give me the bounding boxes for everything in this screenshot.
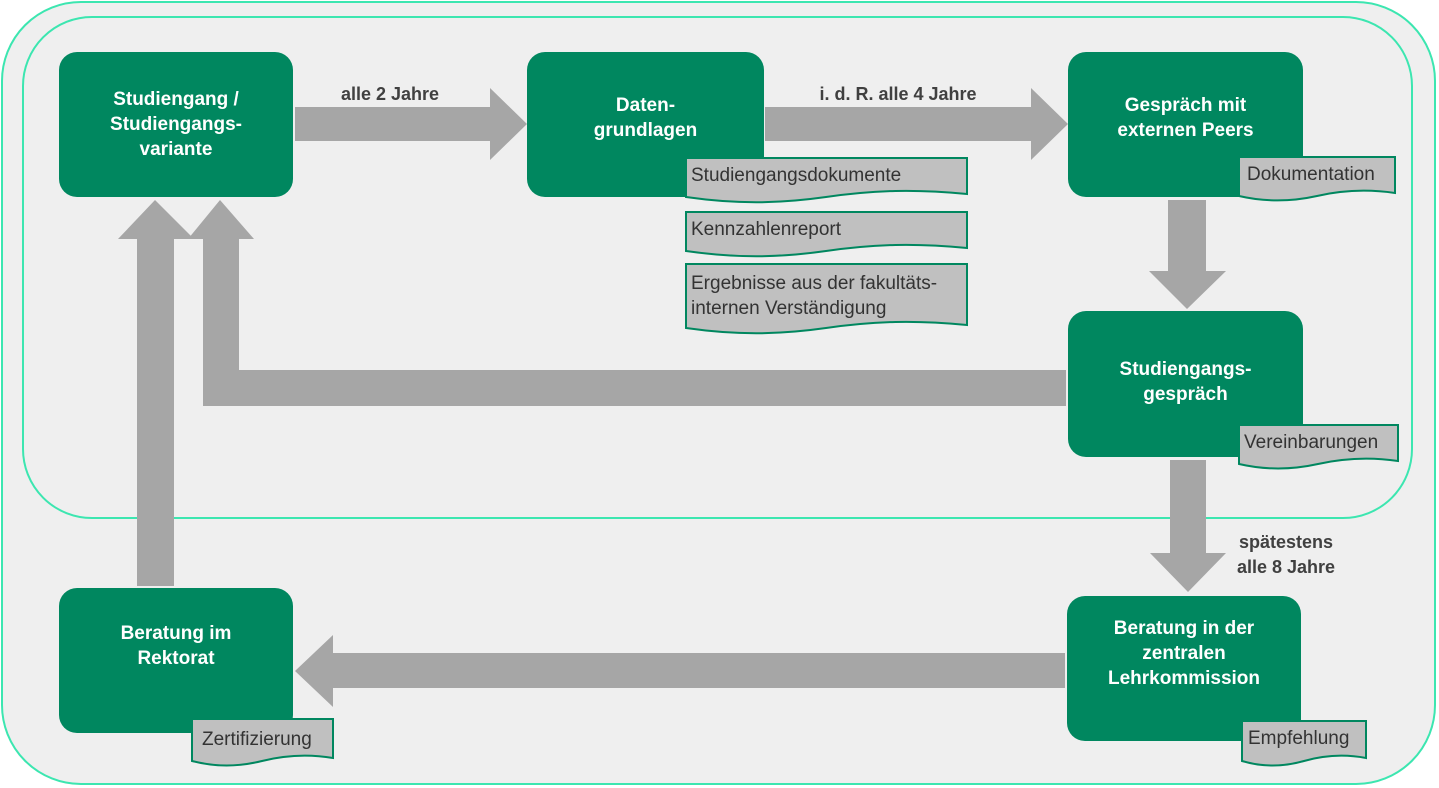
doc-label: Kennzahlenreport <box>691 219 841 240</box>
arrow-studiengang-to-daten <box>295 88 527 160</box>
document-icon <box>685 211 968 258</box>
label-alle-4-jahre: i. d. R. alle 4 Jahre <box>819 84 977 104</box>
doc-empfehlung: Empfehlung <box>1241 720 1367 770</box>
doc-studiengangsdokumente: Studiengangsdokumente <box>685 157 968 207</box>
doc-label: Dokumentation <box>1247 164 1375 185</box>
document-icon <box>1241 720 1367 767</box>
box-studiengang: Studiengang / Studiengangs- variante <box>59 52 293 197</box>
box-beratung-lehrkommission: Beratung in der zentralen Lehrkommission <box>1067 596 1301 741</box>
doc-dokumentation: Dokumentation <box>1238 156 1396 204</box>
arrow-studiengangsgespraech-to-studiengang <box>188 200 1066 406</box>
document-icon <box>685 157 968 204</box>
label-alle-8-jahre: spätestens alle 8 Jahre <box>1236 532 1336 577</box>
doc-label: Studiengangsdokumente <box>691 165 902 186</box>
arrow-peers-to-studiengangsgespraech <box>1149 200 1226 309</box>
box-datengrundlagen: Daten- grundlagen <box>527 52 764 197</box>
doc-kennzahlenreport: Kennzahlenreport <box>685 211 968 261</box>
doc-ergebnisse: Ergebnisse aus der fakultäts- internen V… <box>685 263 968 343</box>
arrow-studiengangsgespraech-to-lehrkommission <box>1150 460 1226 592</box>
label-alle-2-jahre: alle 2 Jahre <box>340 84 440 104</box>
arrow-daten-to-peers <box>765 88 1068 160</box>
doc-label: Ergebnisse aus der fakultäts- internen V… <box>691 273 938 319</box>
doc-label: Zertifizierung <box>202 729 312 750</box>
document-icon <box>191 718 334 767</box>
document-icon <box>685 263 968 335</box>
document-icon <box>1238 424 1399 470</box>
arrow-rektorat-to-studiengang <box>118 200 194 586</box>
doc-label: Empfehlung <box>1248 728 1350 749</box>
doc-label: Vereinbarungen <box>1244 432 1379 453</box>
document-icon <box>1238 156 1396 202</box>
doc-vereinbarungen: Vereinbarungen <box>1238 424 1399 472</box>
doc-zertifizierung: Zertifizierung <box>191 718 334 770</box>
arrow-lehrkommission-to-rektorat <box>295 635 1065 707</box>
box-beratung-rektorat: Beratung im Rektorat <box>59 588 293 733</box>
inner-cycle-frame <box>22 16 1413 519</box>
